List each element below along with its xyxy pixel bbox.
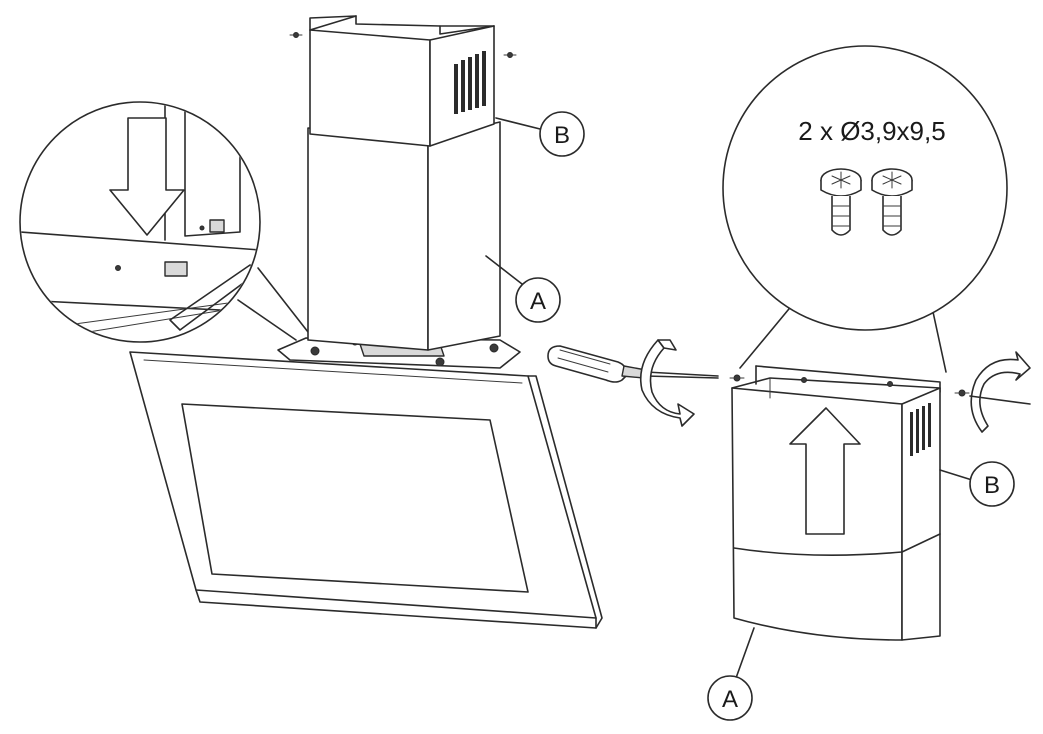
- detail-magnifier: [19, 101, 309, 343]
- screw-bubble-circle: [722, 45, 1008, 331]
- screw-detail-bubble: 2 x Ø3,9x9,5: [722, 45, 1008, 373]
- screwdriver-icon: [547, 345, 719, 383]
- callout-left-b-label: B: [554, 122, 570, 149]
- magnifier-pointer-line-a: [257, 267, 309, 333]
- left-chimney-lower-front: [307, 127, 429, 351]
- left-chimney: [289, 15, 517, 351]
- magnifier-pointer-line-b: [237, 299, 297, 341]
- right-chimney-vents: [910, 403, 931, 456]
- callout-right-b-label: B: [984, 472, 1000, 499]
- right-chimney-side: [901, 387, 941, 641]
- hood-mounting-plate: [277, 337, 521, 369]
- callout-right-b: B: [939, 461, 1015, 507]
- hood-glass-panel: [129, 351, 603, 629]
- left-chimney-lower-side: [427, 121, 501, 351]
- screw-icon: [820, 168, 862, 236]
- arrow-up-icon: [789, 407, 861, 535]
- hood-glass-inner: [181, 403, 529, 593]
- left-chimney-vents: [454, 51, 486, 114]
- screw-spec-text: 2 x Ø3,9x9,5: [798, 116, 945, 146]
- bubble-pointer-a: [739, 297, 799, 369]
- right-chimney: [731, 365, 941, 641]
- rotate-clockwise-icon: [639, 339, 695, 427]
- callout-left-b: B: [495, 111, 585, 157]
- callout-right-a: A: [707, 627, 755, 721]
- callout-left-a-label: A: [530, 288, 546, 315]
- left-chimney-upper-front: [309, 29, 431, 147]
- callout-right-a-label: A: [722, 686, 738, 713]
- rotate-counterclockwise-icon: [969, 351, 1031, 433]
- callout-left-a: A: [485, 255, 561, 323]
- arrow-down-icon: [109, 117, 185, 236]
- screw-icon: [871, 168, 913, 236]
